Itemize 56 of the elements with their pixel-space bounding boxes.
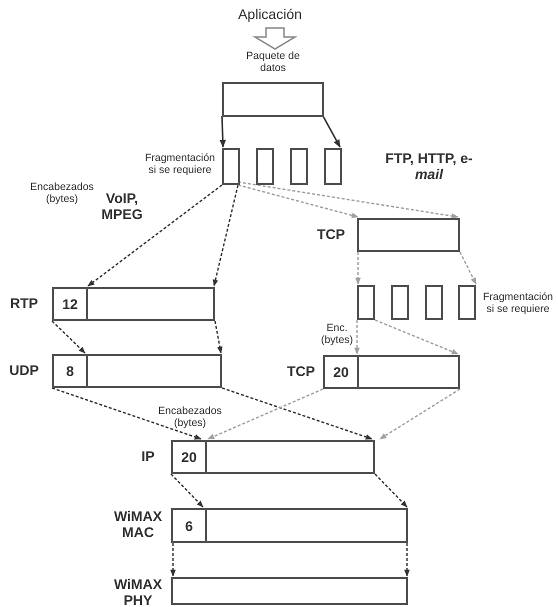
note-text: Fragmentación si se requiere: [482, 291, 554, 315]
packet-box: [171, 577, 408, 605]
fragment-box: [458, 285, 476, 320]
arrow: [379, 388, 460, 440]
fragment-box: [391, 285, 409, 320]
header-size: 20: [173, 442, 207, 472]
arrow: [374, 319, 459, 355]
fragment-box: [290, 148, 308, 185]
arrow: [404, 543, 410, 577]
arrow: [87, 184, 222, 287]
arrow: [170, 474, 204, 508]
fragment-box: [357, 285, 375, 320]
header-size: 12: [54, 289, 88, 319]
packet-box: [52, 287, 215, 321]
packet-box: [323, 355, 460, 389]
note-text: Encabezados (bytes): [29, 181, 95, 205]
arrow: [52, 320, 86, 354]
packet-box: [171, 440, 375, 474]
protocol-label: WiMAX PHY: [112, 576, 164, 607]
arrow: [212, 184, 239, 287]
packet-box: [52, 354, 222, 388]
layer-label: Aplicación: [228, 6, 312, 26]
block-arrow: [252, 27, 298, 50]
arrow: [374, 474, 408, 508]
arrow: [214, 320, 223, 354]
protocol-list: VoIP, MPEG: [92, 190, 152, 222]
arrow: [355, 252, 361, 285]
protocol-label: TCP: [316, 226, 346, 242]
header-size: 8: [54, 356, 88, 386]
protocol-list: FTP, HTTP, e-mail: [384, 150, 474, 182]
packet-box: [357, 218, 460, 252]
protocol-label: UDP: [8, 362, 40, 378]
note-text: Enc. (bytes): [320, 322, 354, 346]
header-size: 6: [173, 510, 207, 541]
packet-box: [171, 508, 408, 543]
arrow: [170, 543, 176, 577]
protocol-label: WiMAX MAC: [112, 508, 164, 540]
arrow: [459, 252, 477, 285]
arrow: [354, 320, 360, 355]
fragment-box: [425, 285, 443, 320]
packet-heading: Paquete de datos: [245, 50, 301, 74]
protocol-label: TCP: [286, 363, 316, 379]
protocol-label: IP: [140, 448, 156, 464]
arrow: [238, 184, 359, 218]
arrow: [220, 116, 226, 148]
arrow: [322, 116, 341, 148]
header-size: 20: [325, 357, 359, 387]
arrow: [52, 387, 202, 440]
note-text: Fragmentación si se requiere: [144, 152, 216, 176]
fragment-box: [256, 148, 274, 185]
fragment-box: [324, 148, 342, 185]
protocol-label: RTP: [9, 295, 39, 311]
fragment-box: [222, 148, 240, 185]
arrow: [222, 387, 373, 440]
note-text: Encabezados (bytes): [157, 405, 223, 429]
arrow: [207, 388, 324, 440]
